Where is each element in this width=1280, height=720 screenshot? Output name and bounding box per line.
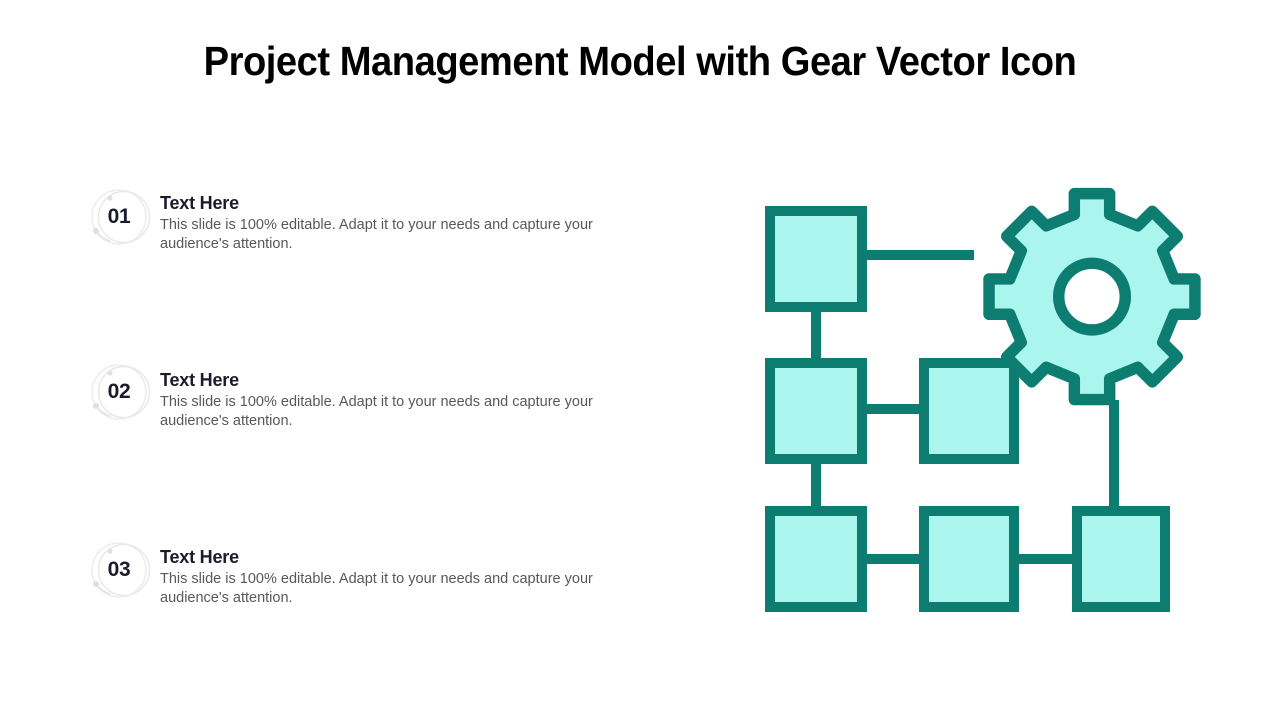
item-number-badge: 01 [88, 184, 160, 256]
list-item[interactable]: 02 Text Here This slide is 100% editable… [88, 358, 668, 536]
node-r2c1[interactable] [765, 358, 867, 464]
connectors [811, 250, 1119, 564]
connector-r1c1-to-r2c1 [811, 306, 821, 368]
connector-gear-to-r3c3 [1109, 400, 1119, 514]
connector-r2c1-to-r2c2 [862, 404, 924, 414]
item-heading: Text Here [160, 370, 239, 390]
gear-icon[interactable] [983, 187, 1201, 406]
item-body: This slide is 100% editable. Adapt it to… [160, 394, 593, 429]
item-body: This slide is 100% editable. Adapt it to… [160, 217, 593, 252]
item-heading: Text Here [160, 547, 239, 567]
connector-r3c2-to-r3c3 [1015, 554, 1077, 564]
item-number-badge: 03 [88, 537, 160, 609]
connector-r1c1-to-gear [862, 250, 974, 260]
item-text-block: Text Here This slide is 100% editable. A… [160, 546, 660, 608]
node-r3c2[interactable] [919, 506, 1019, 612]
flow-diagram-svg [765, 187, 1201, 612]
item-number: 02 [107, 380, 131, 403]
item-number: 01 [107, 205, 131, 228]
node-r3c1[interactable] [765, 506, 867, 612]
badge-orbit-rings-icon [91, 364, 151, 420]
item-body: This slide is 100% editable. Adapt it to… [160, 571, 593, 606]
process-flow-with-gear-illustration [752, 178, 1204, 630]
list-item[interactable]: 01 Text Here This slide is 100% editable… [88, 180, 668, 358]
badge-orbit-rings-icon [91, 189, 151, 245]
page-title: Project Management Model with Gear Vecto… [203, 38, 1077, 84]
node-r3c3[interactable] [1072, 506, 1170, 612]
connector-r2c1-to-r3c1 [811, 454, 821, 516]
item-text-block: Text Here This slide is 100% editable. A… [160, 369, 660, 431]
badge-orbit-rings-icon [91, 542, 151, 598]
item-text-block: Text Here This slide is 100% editable. A… [160, 192, 660, 254]
connector-r3c1-to-r3c2 [862, 554, 924, 564]
list-item[interactable]: 03 Text Here This slide is 100% editable… [88, 536, 668, 714]
item-number: 03 [107, 558, 131, 581]
node-r2c2[interactable] [919, 358, 1019, 464]
item-heading: Text Here [160, 193, 239, 213]
item-number-badge: 02 [88, 359, 160, 431]
node-r1c1[interactable] [765, 206, 867, 312]
flow-nodes [765, 206, 1170, 612]
numbered-items-list: 01 Text Here This slide is 100% editable… [88, 180, 668, 714]
